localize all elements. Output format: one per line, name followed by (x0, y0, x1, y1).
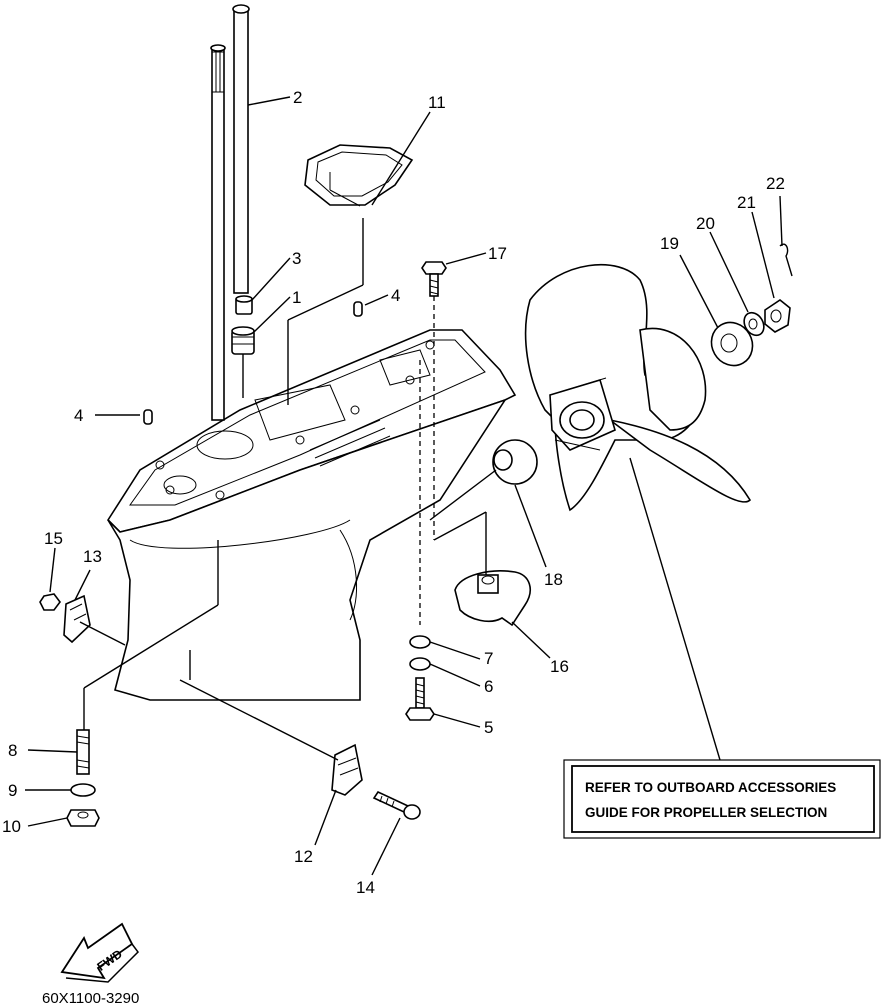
propeller-washer (710, 321, 754, 367)
callout-15: 15 (44, 529, 63, 548)
nut-10 (66, 809, 100, 827)
callout-12: 12 (294, 847, 313, 866)
callout-19: 19 (660, 234, 679, 253)
drive-shaft (232, 4, 250, 294)
bolt-5 (405, 677, 435, 721)
callout-21: 21 (737, 193, 756, 212)
callout-4-left: 4 (74, 406, 83, 425)
fwd-arrow: FWD (60, 922, 139, 983)
anode-12 (331, 743, 363, 796)
callout-20: 20 (696, 214, 715, 233)
callout-10: 10 (2, 817, 21, 836)
callout-11: 11 (428, 93, 446, 112)
spacer (743, 311, 765, 337)
nut-15 (39, 593, 61, 611)
callout-14: 14 (356, 878, 375, 897)
shift-rod (210, 44, 226, 421)
dowel-pin-left (143, 409, 153, 425)
callout-7: 7 (484, 649, 493, 668)
callout-3: 3 (292, 249, 301, 268)
callout-22: 22 (766, 174, 785, 193)
washer-6 (409, 657, 431, 671)
anode-13 (63, 594, 91, 644)
dowel-pin-right (353, 301, 363, 317)
callout-5: 5 (484, 718, 493, 737)
callout-numbers: 1 2 3 4 4 5 6 7 8 9 10 11 12 13 14 15 16… (2, 88, 785, 897)
stud-bolt (76, 729, 90, 775)
bolt-17 (421, 261, 447, 297)
bolt-14 (372, 790, 421, 820)
note-line-2: GUIDE FOR PROPELLER SELECTION (585, 805, 827, 820)
callout-6: 6 (484, 677, 493, 696)
gasket (304, 144, 414, 207)
oil-seal (231, 326, 255, 355)
lower-case-body (106, 329, 517, 701)
guide-lines (79, 218, 497, 761)
diagram-code: 60X1100-3290 (42, 990, 139, 1005)
washer-9 (70, 783, 96, 797)
callout-18: 18 (544, 570, 563, 589)
callout-17: 17 (488, 244, 507, 263)
propeller-nut (764, 299, 791, 333)
callout-9: 9 (8, 781, 17, 800)
propeller-note-box: REFER TO OUTBOARD ACCESSORIES GUIDE FOR … (563, 759, 881, 839)
thrust-washer (492, 439, 538, 485)
callout-1: 1 (292, 288, 301, 307)
note-line-1: REFER TO OUTBOARD ACCESSORIES (585, 780, 836, 795)
callout-8: 8 (8, 741, 17, 760)
propeller (524, 263, 752, 512)
callout-4-right: 4 (391, 286, 400, 305)
washer-7 (409, 635, 431, 649)
callout-16: 16 (550, 657, 569, 676)
leader-lines (25, 96, 783, 876)
callout-2: 2 (293, 88, 302, 107)
bushing (235, 295, 253, 315)
water-pump-cover (454, 570, 531, 627)
cotter-pin (779, 243, 793, 277)
callout-13: 13 (83, 547, 102, 566)
